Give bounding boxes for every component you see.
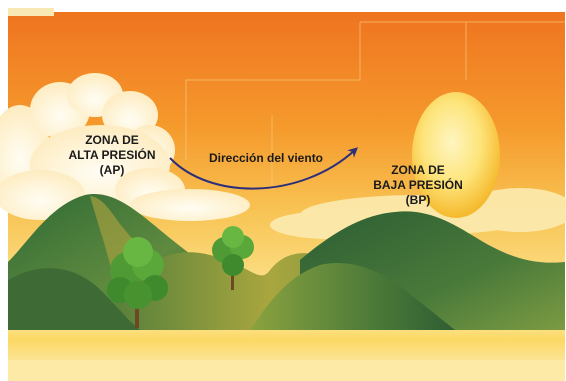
mountain-right-front [250,262,455,330]
tree-middle [212,226,254,290]
wind-arrow [169,147,358,190]
mountain-front-left [8,268,140,330]
cloud-left [0,73,250,221]
low-pressure-line3: (BP) [405,193,431,207]
low-pressure-line2: BAJA PRESIÓN [373,178,463,192]
sun [412,92,500,218]
corner-tab [8,8,54,16]
low-pressure-line1: ZONA DE [391,163,445,177]
high-pressure-line3: (AP) [99,163,125,177]
low-pressure-label: ZONA DE BAJA PRESIÓN (BP) [368,163,468,208]
wind-direction-label: Dirección del viento [208,151,324,165]
tree-left [107,237,168,328]
ground-bottom [8,360,565,381]
high-pressure-line1: ZONA DE [85,133,139,147]
high-pressure-label: ZONA DE ALTA PRESIÓN (AP) [52,133,172,178]
frame-lines [185,21,565,190]
high-pressure-line2: ALTA PRESIÓN [68,148,156,162]
